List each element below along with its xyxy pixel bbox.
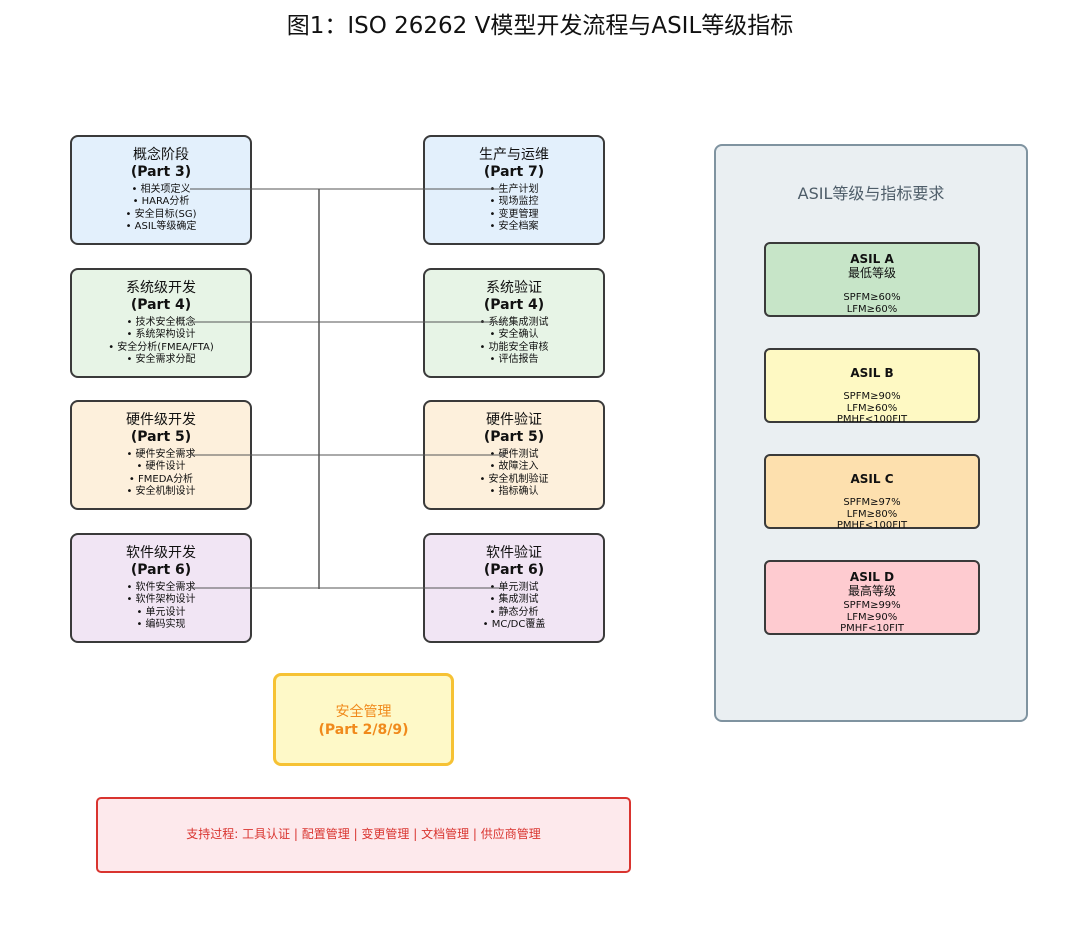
box-title: 硬件级开发 <box>126 412 196 428</box>
box-item: • 软件安全需求 <box>126 582 196 593</box>
software-development-box: 软件级开发 (Part 6) • 软件安全需求 • 软件架构设计 • 单元设计 … <box>70 533 252 643</box>
box-item: • FMEDA分析 <box>128 473 194 485</box>
box-item: • 安全档案 <box>489 220 539 232</box>
asil-b-box: ASIL B SPFM≥90% LFM≥60% PMHF<100FIT <box>764 348 980 425</box>
box-item: • 技术安全概念 <box>126 317 196 328</box>
page-title: 图1：ISO 26262 V模型开发流程与ASIL等级指标 <box>286 13 794 39</box>
box-item: • 现场监控 <box>489 196 539 208</box>
box-item: • 单元测试 <box>489 582 539 593</box>
asil-metric: LFM≥80% <box>846 508 898 520</box>
asil-metric: PMHF<100FIT <box>836 520 908 531</box>
box-title: 概念阶段 <box>133 147 189 163</box>
box-item: • 变更管理 <box>489 208 539 220</box>
box-item: • HARA分析 <box>132 196 190 208</box>
box-part: (Part 6) <box>130 562 192 578</box>
box-item: • 单元设计 <box>136 606 186 618</box>
asil-metric: SPFM≥99% <box>843 600 901 611</box>
box-item: • 软件架构设计 <box>126 594 196 606</box>
box-item: • 集成测试 <box>489 594 539 606</box>
box-item: • 安全机制设计 <box>126 485 196 497</box>
box-item: • 故障注入 <box>489 461 539 473</box>
box-item: • 评估报告 <box>489 353 539 365</box>
asil-level-name: ASIL D <box>849 570 895 584</box>
asil-metric: LFM≥60% <box>846 402 898 414</box>
asil-metric: LFM≥60% <box>846 303 898 315</box>
production-operation-box: 生产与运维 (Part 7) • 生产计划 • 现场监控 • 变更管理 • 安全… <box>423 135 605 245</box>
asil-level-name: ASIL C <box>850 472 894 486</box>
box-item: • 安全确认 <box>489 329 539 341</box>
box-item: • 硬件设计 <box>136 461 186 473</box>
box-part: (Part 5) <box>483 429 545 445</box>
asil-level-subtitle: 最高等级 <box>847 584 896 598</box>
box-item: • 指标确认 <box>489 485 539 497</box>
box-item: • 安全分析(FMEA/FTA) <box>108 341 214 353</box>
software-verification-box: 软件验证 (Part 6) • 单元测试 • 集成测试 • 静态分析 • MC/… <box>423 533 605 643</box>
asil-metric: SPFM≥60% <box>843 292 901 303</box>
box-item: • 生产计划 <box>489 184 539 195</box>
box-title: 软件级开发 <box>126 545 196 561</box>
box-item: • 系统架构设计 <box>126 329 196 341</box>
box-part: (Part 3) <box>130 164 192 180</box>
box-item: • 安全目标(SG) <box>125 208 197 220</box>
asil-metric: PMHF<100FIT <box>836 414 908 425</box>
system-verification-box: 系统验证 (Part 4) • 系统集成测试 • 安全确认 • 功能安全审核 •… <box>423 268 605 378</box>
concept-phase-box: 概念阶段 (Part 3) • 相关项定义 • HARA分析 • 安全目标(SG… <box>70 135 252 245</box>
asil-d-box: ASIL D 最高等级 SPFM≥99% LFM≥90% PMHF<10FIT <box>764 560 980 635</box>
box-item: • 系统集成测试 <box>479 317 549 328</box>
box-title: 系统级开发 <box>126 280 196 296</box>
box-title: 软件验证 <box>486 545 542 561</box>
box-item: • 硬件测试 <box>489 449 539 460</box>
asil-level-subtitle: 最低等级 <box>847 266 896 280</box>
box-title: 生产与运维 <box>479 147 549 163</box>
support-process-box: 支持过程: 工具认证 | 配置管理 | 变更管理 | 文档管理 | 供应商管理 <box>96 797 631 873</box>
box-part: (Part 6) <box>483 562 545 578</box>
box-item: • MC/DC覆盖 <box>482 618 546 630</box>
asil-c-box: ASIL C SPFM≥97% LFM≥80% PMHF<100FIT <box>764 454 980 531</box>
hardware-development-box: 硬件级开发 (Part 5) • 硬件安全需求 • 硬件设计 • FMEDA分析… <box>70 400 252 510</box>
asil-metric: LFM≥90% <box>846 611 898 623</box>
box-item: • 编码实现 <box>136 618 186 630</box>
box-item: • 功能安全审核 <box>479 341 549 353</box>
box-item: • 静态分析 <box>489 606 539 618</box>
safety-management-box: 安全管理 (Part 2/8/9) <box>273 673 454 766</box>
box-title: 硬件验证 <box>486 412 542 428</box>
box-title: 系统验证 <box>486 280 542 296</box>
box-item: • 安全机制验证 <box>479 473 549 485</box>
box-part: (Part 7) <box>483 164 545 180</box>
asil-level-name: ASIL A <box>850 252 894 266</box>
asil-panel-title: ASIL等级与指标要求 <box>797 184 945 203</box>
system-development-box: 系统级开发 (Part 4) • 技术安全概念 • 系统架构设计 • 安全分析(… <box>70 268 252 378</box>
box-item: • ASIL等级确定 <box>125 220 197 232</box>
safety-management-part: (Part 2/8/9) <box>318 722 409 738</box>
box-part: (Part 4) <box>130 297 192 313</box>
box-item: • 相关项定义 <box>131 184 191 195</box>
hardware-verification-box: 硬件验证 (Part 5) • 硬件测试 • 故障注入 • 安全机制验证 • 指… <box>423 400 605 510</box>
box-part: (Part 4) <box>483 297 545 313</box>
asil-metric: PMHF<10FIT <box>840 623 904 634</box>
asil-a-box: ASIL A 最低等级 SPFM≥60% LFM≥60% <box>764 242 980 317</box>
box-part: (Part 5) <box>130 429 192 445</box>
box-item: • 安全需求分配 <box>126 353 196 365</box>
safety-management-title: 安全管理 <box>335 704 392 720</box>
asil-level-name: ASIL B <box>850 366 894 380</box>
asil-panel: ASIL等级与指标要求 ASIL A 最低等级 SPFM≥60% LFM≥60%… <box>714 144 1028 722</box>
asil-metric: SPFM≥90% <box>843 391 901 402</box>
box-item: • 硬件安全需求 <box>126 449 196 460</box>
asil-metric: SPFM≥97% <box>843 497 901 508</box>
